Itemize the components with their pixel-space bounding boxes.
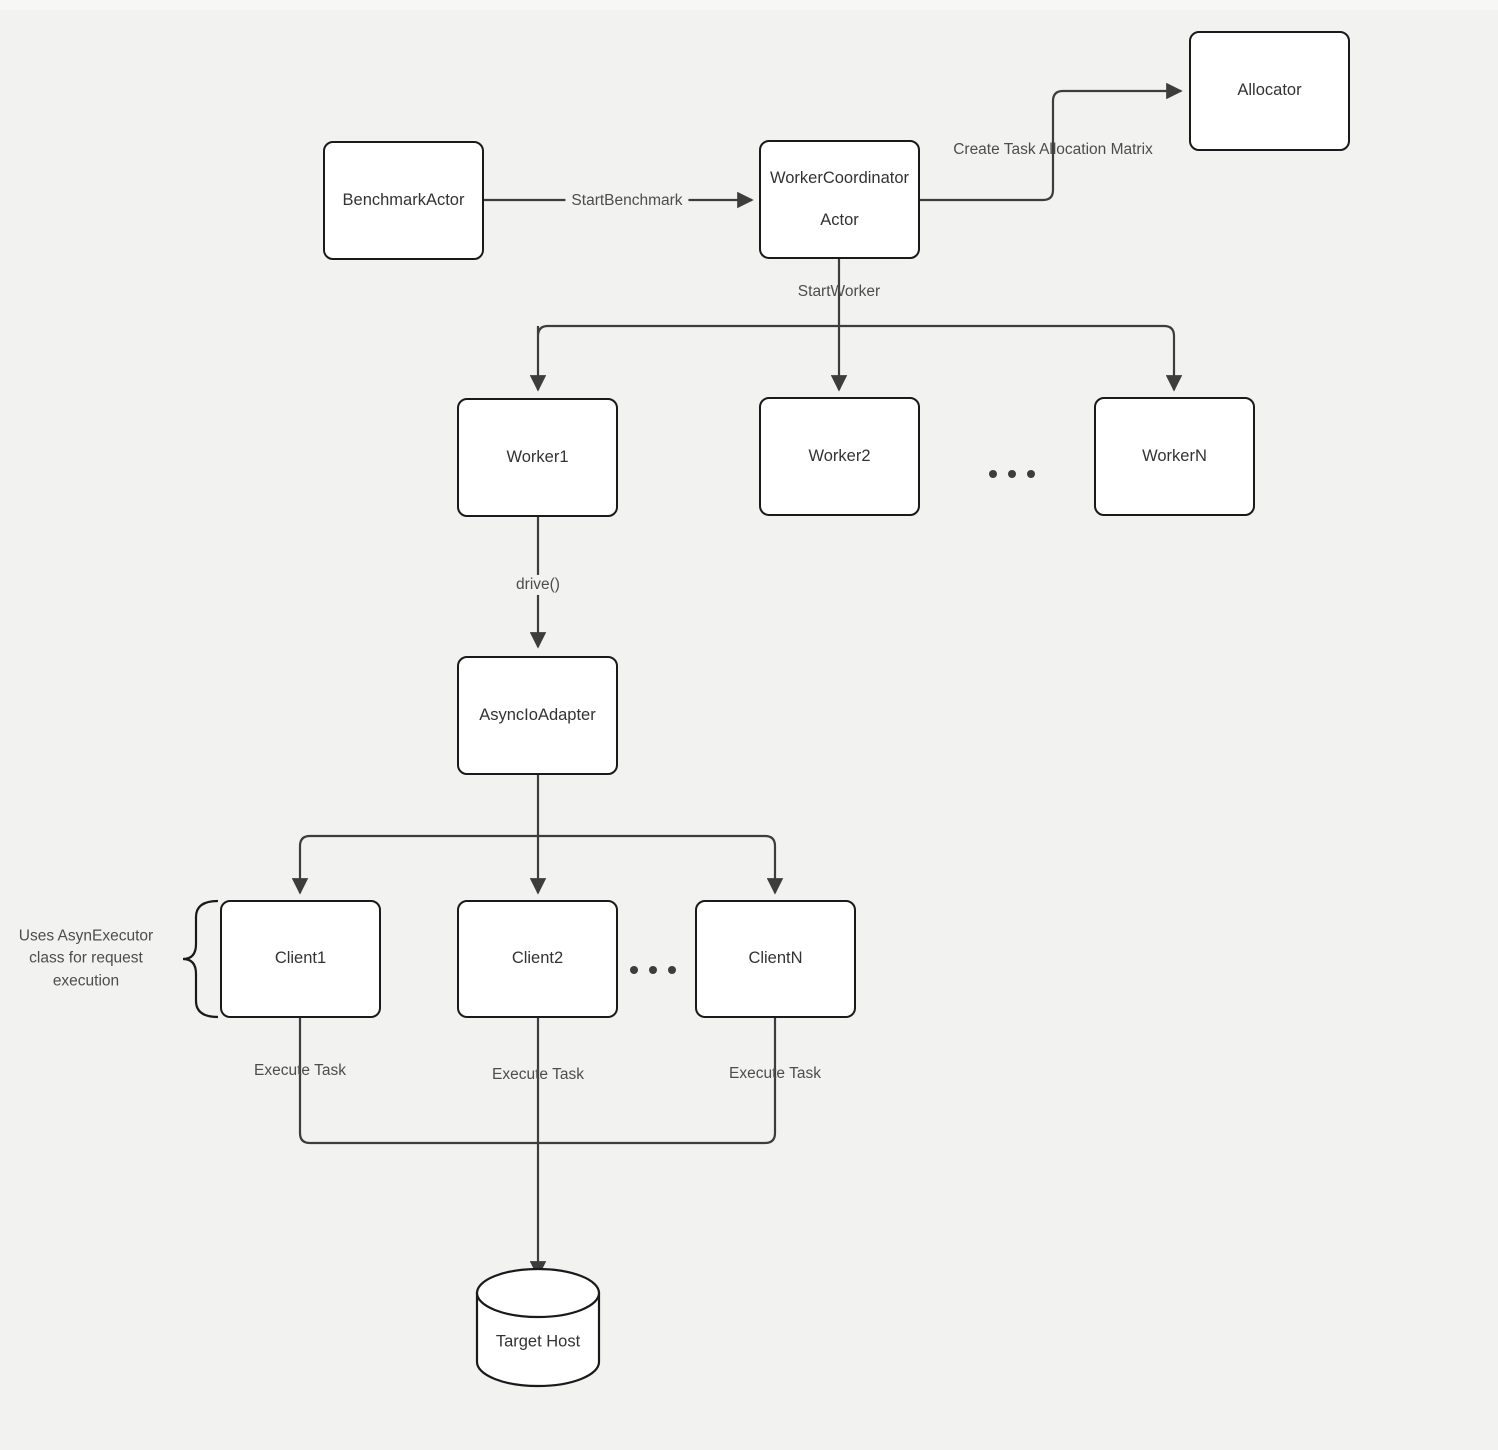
- edge-to-worker1: [538, 324, 548, 390]
- node-asyncio-adapter-label: AsyncIoAdapter: [479, 705, 596, 724]
- edge-client1-down: [298, 1018, 538, 1145]
- edge-label-execute-task-2: Execute Task: [492, 1065, 584, 1083]
- edge-to-client1: [291, 834, 311, 895]
- node-worker-coordinator-actor-label-line1: WorkerCoordinator: [769, 168, 910, 187]
- target-host-cylinder: [475, 1267, 601, 1388]
- node-client2-label: Client2: [511, 949, 564, 968]
- edge-to-clientN: [764, 834, 784, 895]
- node-allocator[interactable]: Allocator: [1189, 31, 1350, 151]
- node-worker-coordinator-actor-label-line2: Actor: [820, 211, 859, 230]
- edge-create-task-allocation-matrix: [919, 82, 1183, 202]
- node-clientN-label: ClientN: [748, 949, 803, 968]
- node-benchmark-actor-label: BenchmarkActor: [342, 190, 465, 209]
- node-clientN[interactable]: ClientN: [695, 900, 856, 1018]
- node-worker1[interactable]: Worker1: [457, 398, 618, 517]
- node-workerN[interactable]: WorkerN: [1094, 397, 1255, 516]
- worker-ellipsis-icon: [989, 470, 1035, 478]
- edge-label-execute-task-3: Execute Task: [729, 1064, 821, 1082]
- edge-label-execute-task-1: Execute Task: [254, 1061, 346, 1079]
- node-target-host-label: Target Host: [495, 1332, 581, 1351]
- node-client1-label: Client1: [274, 949, 327, 968]
- node-workerN-label: WorkerN: [1142, 446, 1207, 465]
- curly-brace: [182, 899, 219, 1019]
- node-asyncio-adapter[interactable]: AsyncIoAdapter: [457, 656, 618, 775]
- node-client1[interactable]: Client1: [220, 900, 381, 1018]
- edge-to-workerN: [1163, 324, 1183, 392]
- node-client2[interactable]: Client2: [457, 900, 618, 1018]
- edge-label-drive: drive(): [511, 574, 565, 596]
- node-worker2[interactable]: Worker2: [759, 397, 920, 516]
- node-worker-coordinator-actor-label: WorkerCoordinator Actor: [758, 168, 921, 231]
- edge-label-start-worker: StartWorker: [797, 282, 881, 300]
- edge-label-start-benchmark: StartBenchmark: [565, 190, 689, 212]
- edge-label-create-task-allocation-matrix: Create Task Allocation Matrix: [953, 140, 1153, 158]
- client-ellipsis-icon: [630, 966, 676, 974]
- edge-clientN-down: [538, 1018, 777, 1145]
- node-benchmark-actor[interactable]: BenchmarkActor: [323, 141, 484, 260]
- node-worker-coordinator-actor[interactable]: WorkerCoordinator Actor: [759, 140, 920, 259]
- annotation-async-executor-note: Uses AsynExecutor class for request exec…: [18, 927, 154, 990]
- node-worker2-label: Worker2: [808, 446, 871, 465]
- node-allocator-label: Allocator: [1237, 81, 1302, 100]
- node-worker1-label: Worker1: [506, 447, 569, 466]
